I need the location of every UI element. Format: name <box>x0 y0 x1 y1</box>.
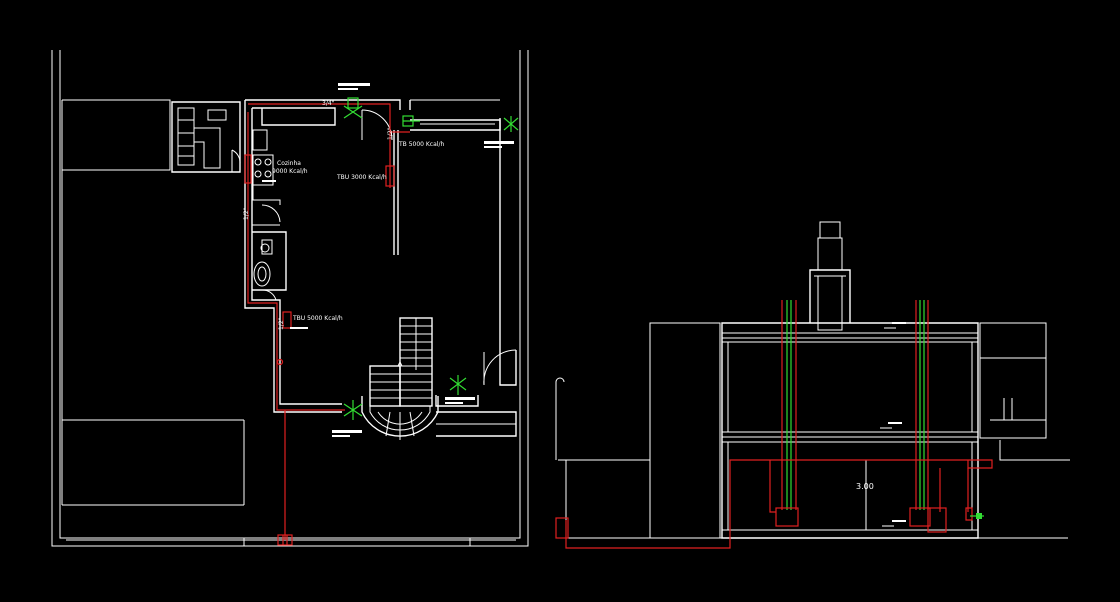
section-risers <box>781 300 929 510</box>
pipe-12-label-kitchen: 1/2" <box>243 207 250 220</box>
gas-valves <box>343 97 519 420</box>
service-room <box>171 101 241 173</box>
tb-top-label: TB 5000 Kcal/h <box>398 141 444 148</box>
staircase <box>361 317 439 440</box>
cozinha-power-label: 9000 Kcal/h <box>272 168 308 175</box>
house-walls <box>244 99 517 437</box>
pipe-12-label-bath: 1/2" <box>278 317 285 330</box>
terrain <box>555 377 1070 539</box>
door-swings <box>361 109 517 386</box>
height-dimension: 3.00 <box>856 459 874 531</box>
tbu-5000-label: TBU 5000 Kcal/h <box>292 315 343 322</box>
kitchen-counter <box>252 129 281 226</box>
section-view: 3.00 <box>555 221 1070 549</box>
section-gas-network <box>555 459 993 549</box>
section-chimney <box>809 221 851 331</box>
lot-boundary <box>51 50 529 547</box>
label-bars <box>262 83 514 437</box>
pipe-12-label-door: 1/2" <box>387 127 394 140</box>
section-right-block <box>979 322 1047 439</box>
floor-plan: Cozinha 9000 Kcal/h TB 5000 Kcal/h TBU 3… <box>51 50 529 547</box>
section-building <box>721 322 979 539</box>
bathroom <box>252 231 287 301</box>
level-markers <box>880 322 906 527</box>
tbu-3000-label: TBU 3000 Kcal/h <box>336 174 387 181</box>
pipe-34-label-top: 3/4" <box>322 100 335 107</box>
height-dimension-label: 3.00 <box>856 482 874 491</box>
section-left-block <box>649 322 721 539</box>
gas-pipe-route <box>244 103 410 546</box>
cozinha-label: Cozinha <box>277 160 301 167</box>
